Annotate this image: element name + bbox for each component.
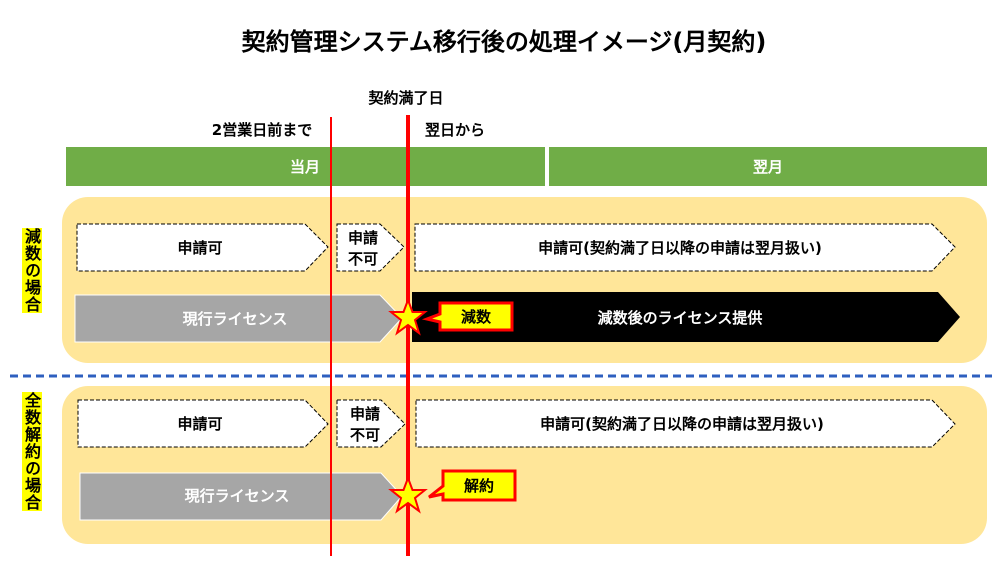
apply-ok-after-arrow (414, 223, 956, 272)
two-days-before-label: 2営業日前まで (212, 121, 312, 139)
apply-ok-label: 申請可 (177, 239, 222, 257)
page-title: 契約管理システム移行後の処理イメージ(月契約) (242, 28, 767, 56)
apply-ng-label-2: 不可 (348, 250, 378, 268)
current-license-arrow (74, 294, 403, 343)
reduce-case-label: 減数の場合 (22, 228, 42, 313)
current-license-label: 現行ライセンス (185, 487, 290, 505)
reduce-event-label: 減数 (461, 308, 492, 326)
apply-ok-label: 申請可 (177, 415, 222, 433)
star-icon (388, 475, 428, 514)
apply-ng-arrow (336, 223, 405, 272)
apply-ng-arrow (336, 399, 406, 448)
apply-ng-label-1: 申請 (350, 405, 380, 423)
apply-ng-label-2: 不可 (350, 426, 380, 444)
next-month-label: 翌月 (753, 158, 783, 176)
current-month-label: 当月 (290, 158, 320, 176)
reduce-callout (421, 301, 514, 332)
current-month-bar (66, 147, 545, 186)
contract-end-label: 契約満了日 (367, 89, 443, 107)
cancel-case-label: 全数解約の場合 (22, 392, 42, 511)
apply-ok-arrow (76, 223, 329, 272)
after-license-label: 減数後のライセンス提供 (598, 309, 763, 327)
next-month-bar (549, 147, 987, 186)
apply-ok-after-label: 申請可(契約満了日以降の申請は翌月扱い) (540, 415, 824, 433)
after-license-arrow (412, 292, 960, 342)
current-license-label: 現行ライセンス (183, 310, 288, 328)
apply-ok-after-label: 申請可(契約満了日以降の申請は翌月扱い) (538, 239, 822, 257)
next-day-label: 翌日から (425, 121, 485, 139)
star-icon (388, 297, 428, 336)
apply-ng-label-1: 申請 (348, 229, 378, 247)
cancel-callout (428, 469, 517, 502)
apply-ok-arrow (77, 399, 329, 448)
cancel-event-label: 解約 (464, 477, 494, 495)
apply-ok-after-arrow (415, 399, 956, 448)
